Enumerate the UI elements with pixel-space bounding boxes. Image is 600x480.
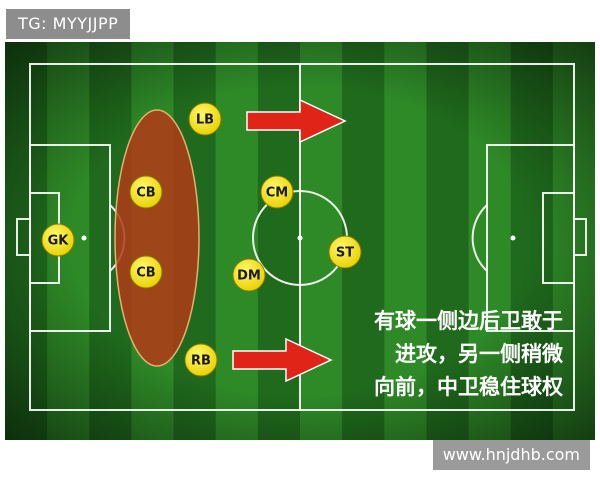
player-label: ST [336, 246, 354, 261]
caption-line-3: 向前，中卫稳住球权 [374, 375, 563, 399]
player-gk: GK [41, 223, 75, 257]
player-label: RB [191, 354, 211, 369]
right-goal [573, 218, 587, 256]
caption-line-2: 进攻，另一侧稍微 [395, 342, 564, 366]
caption: 有球一侧边后卫敢于 进攻，另一侧稍微 向前，中卫稳住球权 [374, 309, 564, 399]
player-cb-top: CB [129, 175, 163, 209]
caption-line-1: 有球一侧边后卫敢于 [374, 309, 563, 333]
player-cm: CM [260, 175, 294, 209]
player-rb: RB [184, 343, 218, 377]
player-label: DM [237, 269, 261, 284]
player-lb: LB [188, 102, 222, 136]
arrow-right-icon [246, 98, 347, 144]
player-label: CB [136, 186, 155, 201]
center-back-zone [114, 109, 200, 367]
player-cb-bottom: CB [129, 255, 163, 289]
player-label: LB [196, 113, 214, 128]
left-penalty-spot [81, 235, 87, 241]
arrow-right-icon [232, 337, 333, 383]
player-label: GK [48, 234, 70, 249]
football-pitch: GK CB CB LB RB CM DM ST [5, 42, 595, 440]
watermark-top: TG: MYYJJPP [6, 9, 131, 39]
watermark-bottom: www.hnjdhb.com [432, 440, 590, 470]
right-penalty-arc [471, 204, 488, 272]
player-dm: DM [232, 258, 266, 292]
player-label: CB [136, 266, 155, 281]
player-label: CM [266, 186, 288, 201]
right-penalty-spot [510, 235, 516, 241]
center-spot [297, 235, 303, 241]
left-goal [16, 218, 31, 256]
player-st: ST [328, 235, 362, 269]
